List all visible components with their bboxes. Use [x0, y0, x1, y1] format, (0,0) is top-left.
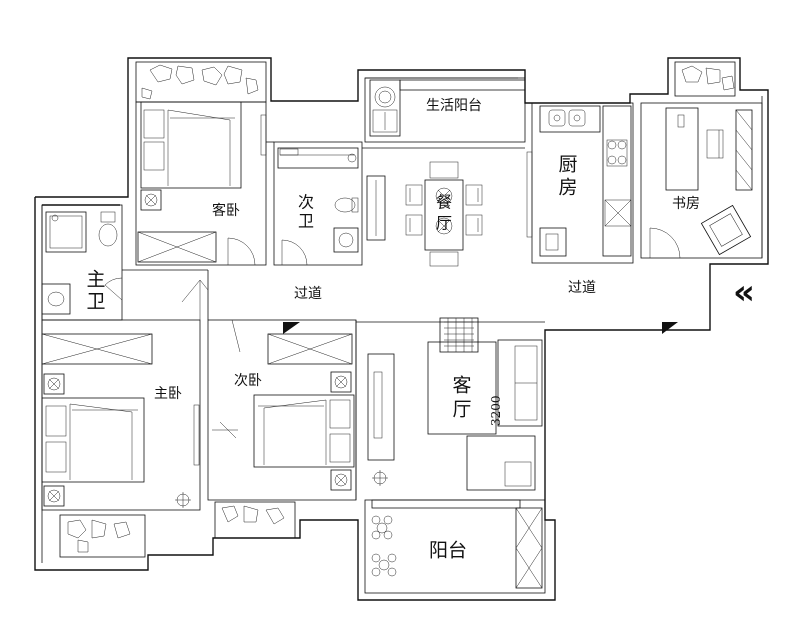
living-room-furniture [367, 317, 678, 491]
room-label-utility-balcony: 生活阳台 [426, 98, 482, 114]
guest-bedroom-furniture [135, 61, 267, 266]
master-bath-fixtures [41, 211, 123, 315]
room-label-kitchen-2: 房 [558, 177, 577, 199]
room-label-kitchen-1: 厨 [558, 154, 577, 176]
second-bedroom-furniture [212, 322, 355, 539]
utility-balcony-fixtures [369, 79, 526, 137]
interior-walls [41, 77, 763, 594]
room-label-living-1: 客 [452, 375, 471, 397]
dimension-label: 3200 [489, 395, 503, 426]
dining-table [366, 161, 483, 267]
room-label-corridor-left: 过道 [294, 286, 322, 302]
room-label-master-bath-2: 卫 [86, 291, 105, 313]
room-label-living-2: 厅 [452, 399, 471, 421]
room-label-guest-bedroom: 客卧 [212, 202, 240, 219]
room-label-dining-2: 厅 [436, 214, 452, 233]
entrance-arrow-icon: « [733, 273, 755, 313]
room-label-dining-1: 餐 [436, 193, 452, 212]
corridor-fixtures [181, 279, 241, 353]
room-label-second-bath-2: 卫 [298, 212, 314, 231]
balcony-fixtures [371, 499, 543, 589]
room-label-master-bath-1: 主 [86, 269, 105, 291]
master-bedroom-furniture [41, 333, 200, 558]
room-label-corridor-right: 过道 [568, 280, 596, 296]
study-furniture [649, 61, 753, 259]
room-label-master-bedroom: 主卧 [154, 386, 182, 402]
second-bath-fixtures [277, 147, 359, 266]
room-label-study: 书房 [672, 196, 700, 212]
room-label-second-bath-1: 次 [298, 193, 314, 212]
room-label-second-bedroom: 次卧 [234, 373, 262, 389]
room-label-balcony: 阳台 [429, 540, 467, 562]
kitchen-fixtures [526, 105, 632, 257]
